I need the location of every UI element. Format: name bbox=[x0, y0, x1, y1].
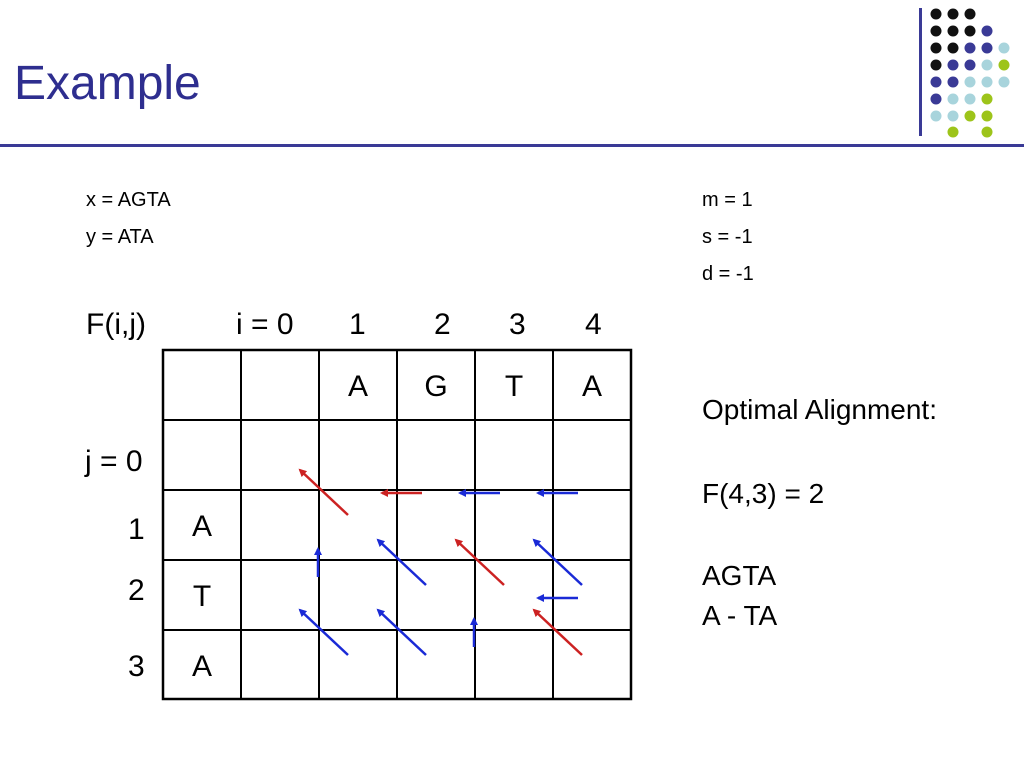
decor-dot bbox=[981, 59, 993, 71]
traceback-arrow-blue bbox=[298, 608, 349, 656]
alignment-top: AGTA bbox=[702, 560, 777, 591]
optimal-score: F(4,3) = 2 bbox=[702, 478, 825, 509]
top-letter-3: T bbox=[504, 370, 524, 403]
row-label-3: 3 bbox=[128, 650, 145, 683]
decor-dot bbox=[981, 110, 993, 122]
decor-dot bbox=[947, 8, 959, 20]
y-sequence: y = ATA bbox=[86, 226, 154, 248]
decor-dot bbox=[930, 110, 942, 122]
alignment-bottom: A - TA bbox=[702, 600, 778, 631]
title-vertical-rule bbox=[919, 8, 922, 136]
side-letter-3: A bbox=[191, 650, 212, 683]
decor-dot bbox=[930, 76, 942, 88]
decor-dot bbox=[964, 25, 976, 37]
side-letter-1: A bbox=[191, 510, 212, 543]
optimal-alignment-heading: Optimal Alignment: bbox=[702, 394, 937, 425]
f-label: F(i,j) bbox=[86, 308, 146, 341]
decor-dot bbox=[981, 25, 993, 37]
title-horizontal-rule bbox=[0, 144, 1024, 147]
decor-dot bbox=[930, 42, 942, 54]
decor-dot bbox=[981, 42, 993, 54]
decor-dot bbox=[947, 25, 959, 37]
traceback-arrow-blue bbox=[376, 538, 427, 586]
decor-dot bbox=[981, 76, 993, 88]
decor-dot bbox=[964, 110, 976, 122]
col-label-2: 2 bbox=[434, 308, 451, 341]
x-sequence: x = AGTA bbox=[86, 189, 171, 211]
traceback-arrow-blue bbox=[532, 538, 583, 586]
top-letter-4: A bbox=[581, 370, 602, 403]
slide-title: Example bbox=[14, 57, 201, 110]
traceback-arrows bbox=[298, 468, 583, 656]
traceback-arrow-red bbox=[298, 468, 349, 516]
decorative-dot-grid bbox=[930, 8, 1010, 138]
decor-dot bbox=[964, 8, 976, 20]
top-letter-1: A bbox=[347, 370, 368, 403]
decor-dot bbox=[930, 93, 942, 105]
decor-dot bbox=[998, 76, 1010, 88]
decor-dot bbox=[930, 59, 942, 71]
row-label-1: 1 bbox=[128, 513, 145, 546]
col-label-3: 3 bbox=[509, 308, 526, 341]
side-letter-2: T bbox=[192, 580, 212, 613]
col-label-4: 4 bbox=[585, 308, 602, 341]
traceback-arrow-red bbox=[454, 538, 505, 586]
decor-dot bbox=[964, 76, 976, 88]
match-score: m = 1 bbox=[702, 189, 753, 211]
decor-dot bbox=[947, 76, 959, 88]
decor-dot bbox=[947, 59, 959, 71]
gap-score: d = -1 bbox=[702, 263, 754, 285]
decor-dot bbox=[947, 126, 959, 138]
mismatch-score: s = -1 bbox=[702, 226, 753, 248]
decor-dot bbox=[964, 93, 976, 105]
row-label-0: j = 0 bbox=[85, 445, 143, 478]
traceback-arrow-red bbox=[532, 608, 583, 656]
decor-dot bbox=[998, 59, 1010, 71]
col-label-1: 1 bbox=[349, 308, 366, 341]
decor-dot bbox=[947, 42, 959, 54]
decor-dot bbox=[930, 25, 942, 37]
decor-dot bbox=[981, 126, 993, 138]
decor-dot bbox=[981, 93, 993, 105]
decor-dot bbox=[947, 110, 959, 122]
col-label-0: i = 0 bbox=[236, 308, 294, 341]
decor-dot bbox=[964, 59, 976, 71]
decor-dot bbox=[964, 42, 976, 54]
decor-dot bbox=[947, 93, 959, 105]
decor-dot bbox=[930, 8, 942, 20]
traceback-arrow-blue bbox=[376, 608, 427, 656]
row-label-2: 2 bbox=[128, 574, 145, 607]
top-letter-2: G bbox=[424, 370, 448, 403]
decor-dot bbox=[998, 42, 1010, 54]
